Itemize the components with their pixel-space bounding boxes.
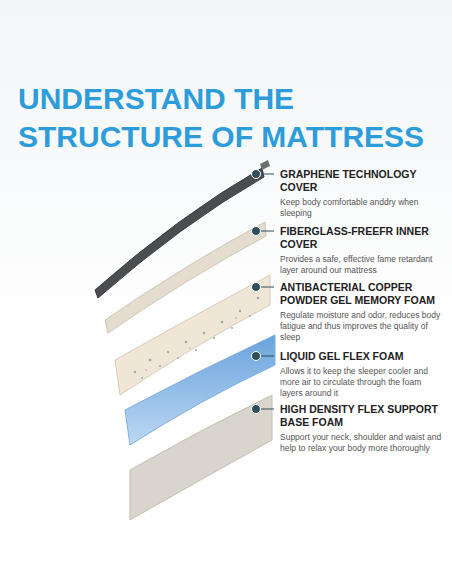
callout-group: FIBERGLASS-FREEFR INNER COVER Provides a … bbox=[280, 225, 445, 276]
layer-description: Provides a safe, effective fame retardan… bbox=[280, 254, 445, 276]
page-title: UNDERSTAND THE STRUCTURE OF MATTRESS bbox=[18, 80, 448, 155]
layer-name: ANTIBACTERIAL COPPER POWDER GEL MEMORY F… bbox=[280, 281, 445, 307]
callout-group: GRAPHENE TECHNOLOGY COVER Keep body comfo… bbox=[280, 168, 445, 219]
callout-group: HIGH DENSITY FLEX SUPPORT BASE FOAM Suppo… bbox=[280, 403, 445, 454]
layer-name: GRAPHENE TECHNOLOGY COVER bbox=[280, 168, 445, 194]
layer-name: LIQUID GEL FLEX FOAM bbox=[280, 350, 445, 363]
layer-description: Keep body comfortable anddry when sleepi… bbox=[280, 197, 445, 219]
memory-foam bbox=[115, 275, 270, 395]
leader-lines bbox=[260, 174, 274, 409]
layer-name: HIGH DENSITY FLEX SUPPORT BASE FOAM bbox=[280, 403, 445, 429]
cover-tag bbox=[260, 160, 270, 170]
layer-description: Regulate moisture and odor, reduces body… bbox=[280, 310, 445, 343]
callout-group: LIQUID GEL FLEX FOAM Allows it to keep th… bbox=[280, 350, 445, 399]
callout-dots bbox=[252, 170, 261, 414]
copper-speckles bbox=[134, 297, 259, 379]
callout-group: ANTIBACTERIAL COPPER POWDER GEL MEMORY F… bbox=[280, 281, 445, 343]
graphene-cover bbox=[95, 168, 264, 298]
layer-name: FIBERGLASS-FREEFR INNER COVER bbox=[280, 225, 445, 251]
layer-description: Allows it to keep the sleeper cooler and… bbox=[280, 366, 445, 399]
inner-cover bbox=[105, 222, 266, 333]
layer-description: Support your neck, shoulder and waist an… bbox=[280, 432, 445, 454]
